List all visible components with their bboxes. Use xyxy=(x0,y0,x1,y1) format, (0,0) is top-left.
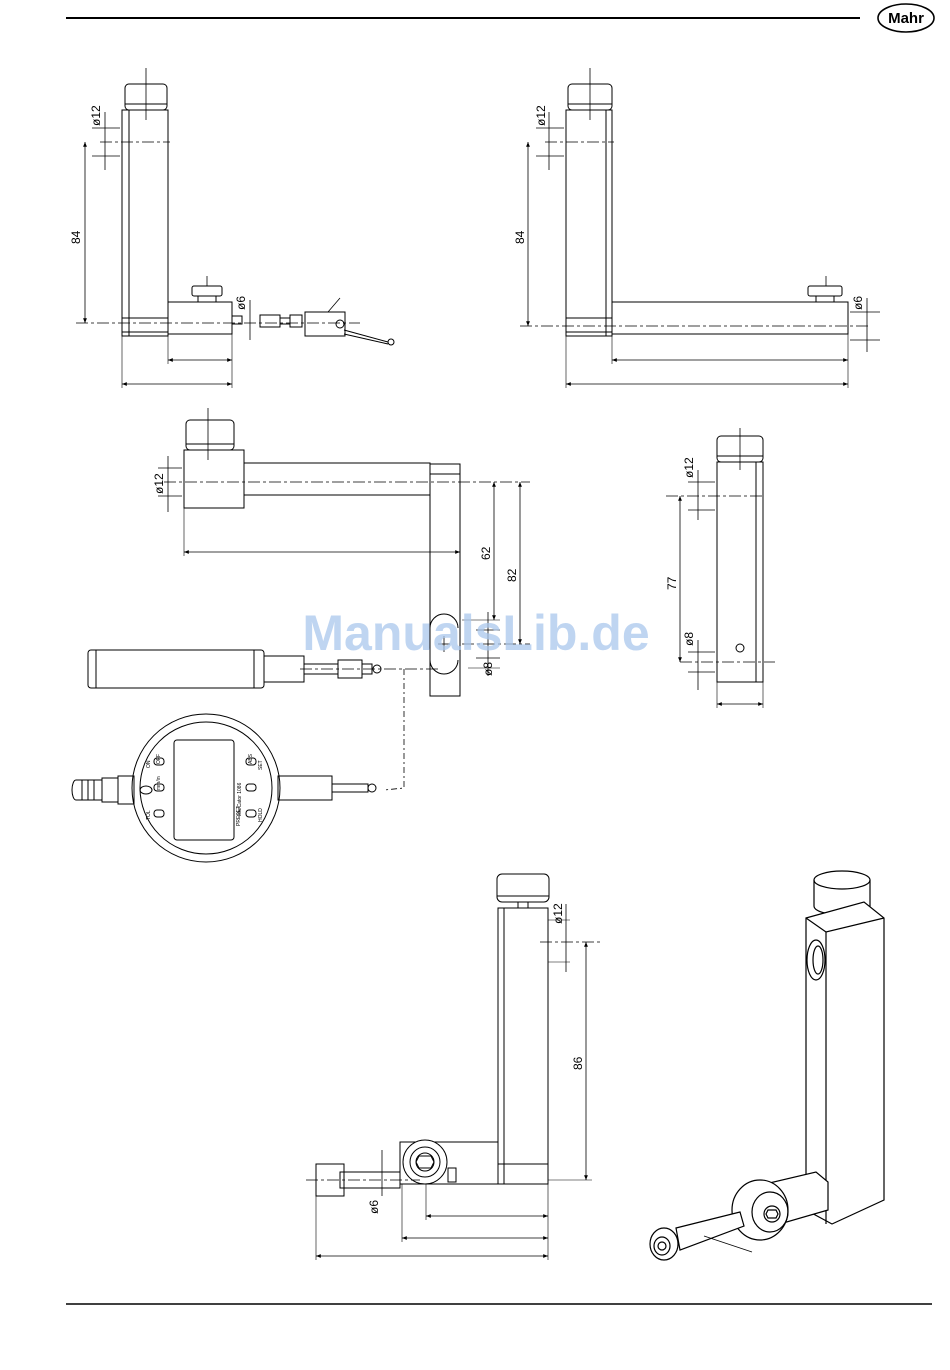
brand-text: Mahr xyxy=(888,10,924,27)
fig3-dia-top: ø12 xyxy=(152,473,166,494)
fig4-dia-bottom: ø8 xyxy=(682,632,696,646)
fig3-h2: 82 xyxy=(505,568,519,582)
figure-6-isometric xyxy=(650,871,884,1260)
fig1-height: 84 xyxy=(69,230,83,244)
watermark: ManualsLib.de xyxy=(302,605,649,661)
fig2-height: 84 xyxy=(513,230,527,244)
key-mm-in: mm/in xyxy=(156,776,162,790)
figure-3 xyxy=(88,408,530,790)
fig4-dia-top: ø12 xyxy=(682,457,696,478)
digital-indicator xyxy=(72,714,376,862)
key-hold: HOLD xyxy=(258,808,264,822)
key-preset: PRESET xyxy=(236,806,242,826)
figure-5 xyxy=(306,874,600,1260)
fig1-dia-top: ø12 xyxy=(89,105,103,126)
fig2-dia-top: ø12 xyxy=(534,105,548,126)
key-tol: TOL xyxy=(146,810,152,820)
key-set: SET xyxy=(258,760,264,770)
fig2-dia-probe: ø6 xyxy=(851,296,865,310)
figure-4-labels: ø12 77 ø8 xyxy=(665,457,696,646)
figure-2 xyxy=(520,68,880,388)
key-abs: ABS xyxy=(248,753,254,764)
key-off: OFF xyxy=(156,754,162,764)
header: Mahr xyxy=(66,4,934,32)
fig5-dia-top: ø12 xyxy=(551,903,565,924)
fig3-dia-bottom: ø8 xyxy=(481,662,495,676)
fig5-height: 86 xyxy=(571,1056,585,1070)
figure-1 xyxy=(76,68,394,388)
fig1-dia-probe: ø6 xyxy=(234,296,248,310)
mahr-logo: Mahr xyxy=(878,4,934,32)
key-on: ON xyxy=(146,760,152,768)
fig4-height: 77 xyxy=(665,576,679,590)
fig5-dia-probe: ø6 xyxy=(367,1200,381,1214)
fig3-h1: 62 xyxy=(479,546,493,560)
